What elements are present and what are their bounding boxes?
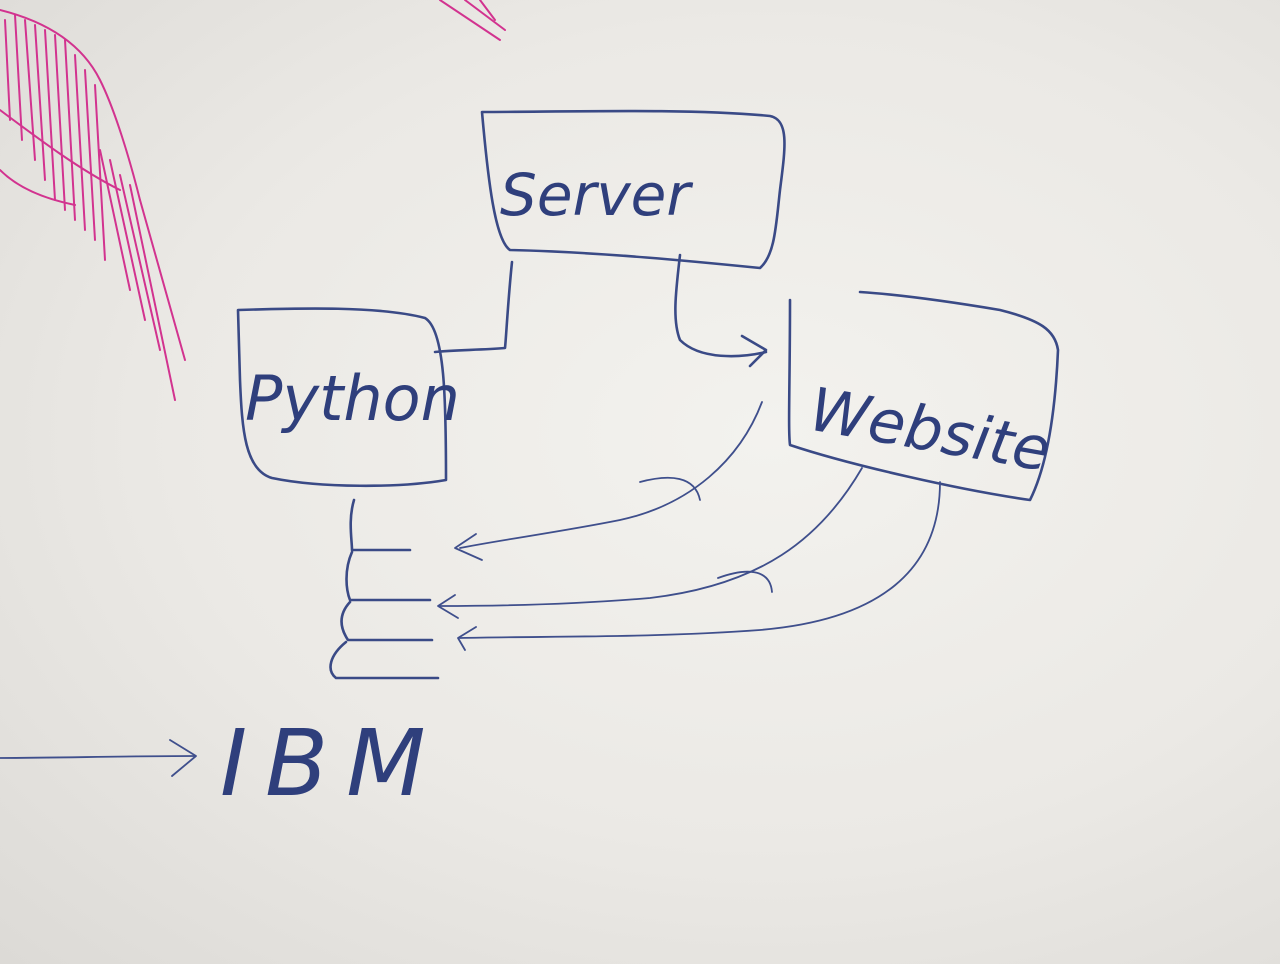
stack-layer-3 — [340, 600, 434, 642]
python-label: Python — [245, 362, 460, 435]
stack-layer-2 — [345, 550, 432, 602]
edge-offscreen-ibm — [0, 739, 197, 777]
website-label: Website — [804, 375, 1055, 486]
edge-server-website — [674, 253, 768, 368]
edge-website-stack-1 — [454, 401, 763, 561]
edge-website-stack-3 — [457, 481, 941, 651]
stack-layer-1 — [349, 498, 412, 552]
pink-doodle — [0, 0, 506, 401]
ibm-label: IBM — [220, 710, 444, 817]
server-node: Server — [480, 109, 786, 270]
python-stack — [329, 498, 440, 680]
website-node: Website — [787, 290, 1060, 502]
server-label: Server — [500, 161, 693, 229]
arrowhead-server-website — [740, 334, 768, 368]
edge-website-stack-2 — [437, 467, 863, 619]
ibm-node: IBM — [220, 710, 444, 817]
stack-layer-4 — [329, 640, 440, 680]
edge-server-python — [433, 260, 514, 354]
python-node: Python — [236, 307, 460, 488]
